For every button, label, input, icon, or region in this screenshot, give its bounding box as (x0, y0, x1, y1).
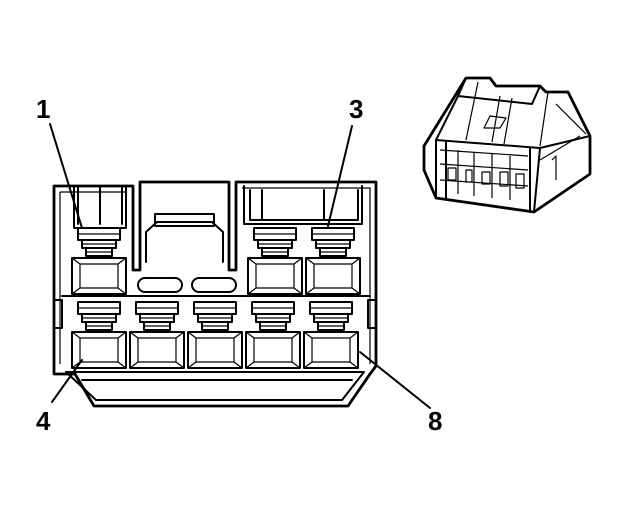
bottom-cavity-4-retainer (251, 301, 295, 331)
oval-slot-right (191, 277, 237, 293)
bottom-cavity-2-retainer-ribs (136, 307, 178, 327)
leader-line-4 (51, 359, 83, 403)
bottom-cavity-3-retainer-ribs (194, 307, 236, 327)
top-cavity-1-retainer-ribs (78, 233, 120, 253)
connector-body-outline (52, 180, 378, 408)
bottom-cavity-4-bevel (245, 331, 301, 369)
top-cavity-2-retainer-ribs (254, 233, 296, 253)
callout-label-1: 1 (36, 94, 50, 124)
callout-label-3: 3 (349, 94, 363, 124)
callout-3: 3 (327, 94, 363, 227)
bottom-cavity-2-retainer (135, 301, 179, 331)
left-side-rib (53, 299, 63, 329)
bottom-cavity-2-bevel (129, 331, 185, 369)
top-cavity-2-bevel (247, 257, 303, 295)
bottom-cavity-5-retainer (309, 301, 353, 331)
cavity-group (71, 227, 361, 369)
top-cavity-1-retainer (77, 227, 121, 257)
top-cavity-3-bevel (305, 257, 361, 295)
leader-line-3 (327, 125, 353, 227)
leader-line-1 (49, 123, 83, 229)
bottom-cavity-1-bevel (71, 331, 127, 369)
right-side-rib (367, 299, 377, 329)
bottom-cavity-1-retainer (77, 301, 121, 331)
connector-isometric-view (422, 76, 592, 214)
oval-slot-left (137, 277, 183, 293)
bottom-cavity-5-retainer-ribs (310, 307, 352, 327)
center-lock-tab (145, 213, 224, 263)
iso-top-face (435, 77, 591, 213)
bottom-cavity-5-bevel (303, 331, 359, 369)
iso-rib-lines (465, 81, 587, 180)
top-cavity-3-retainer (311, 227, 355, 257)
top-right-window (243, 185, 363, 225)
top-cavity-1-bevel (71, 257, 127, 295)
callout-label-4: 4 (36, 406, 51, 436)
iso-front-face (435, 139, 531, 211)
callout-1: 1 (36, 94, 83, 229)
top-cavity-2-retainer (253, 227, 297, 257)
bottom-cavity-3-retainer (193, 301, 237, 331)
bottom-cavity-4-retainer-ribs (252, 307, 294, 327)
callout-8: 8 (359, 351, 442, 436)
leader-line-8 (359, 351, 431, 409)
top-cavity-3-retainer-ribs (312, 233, 354, 253)
callout-4: 4 (36, 359, 83, 436)
callout-label-8: 8 (428, 406, 442, 436)
iso-front-cavities (439, 149, 529, 200)
bottom-cavity-1-retainer-ribs (78, 307, 120, 327)
lower-lip (65, 371, 365, 401)
bottom-cavity-3-bevel (187, 331, 243, 369)
connector-face-view (52, 180, 378, 408)
